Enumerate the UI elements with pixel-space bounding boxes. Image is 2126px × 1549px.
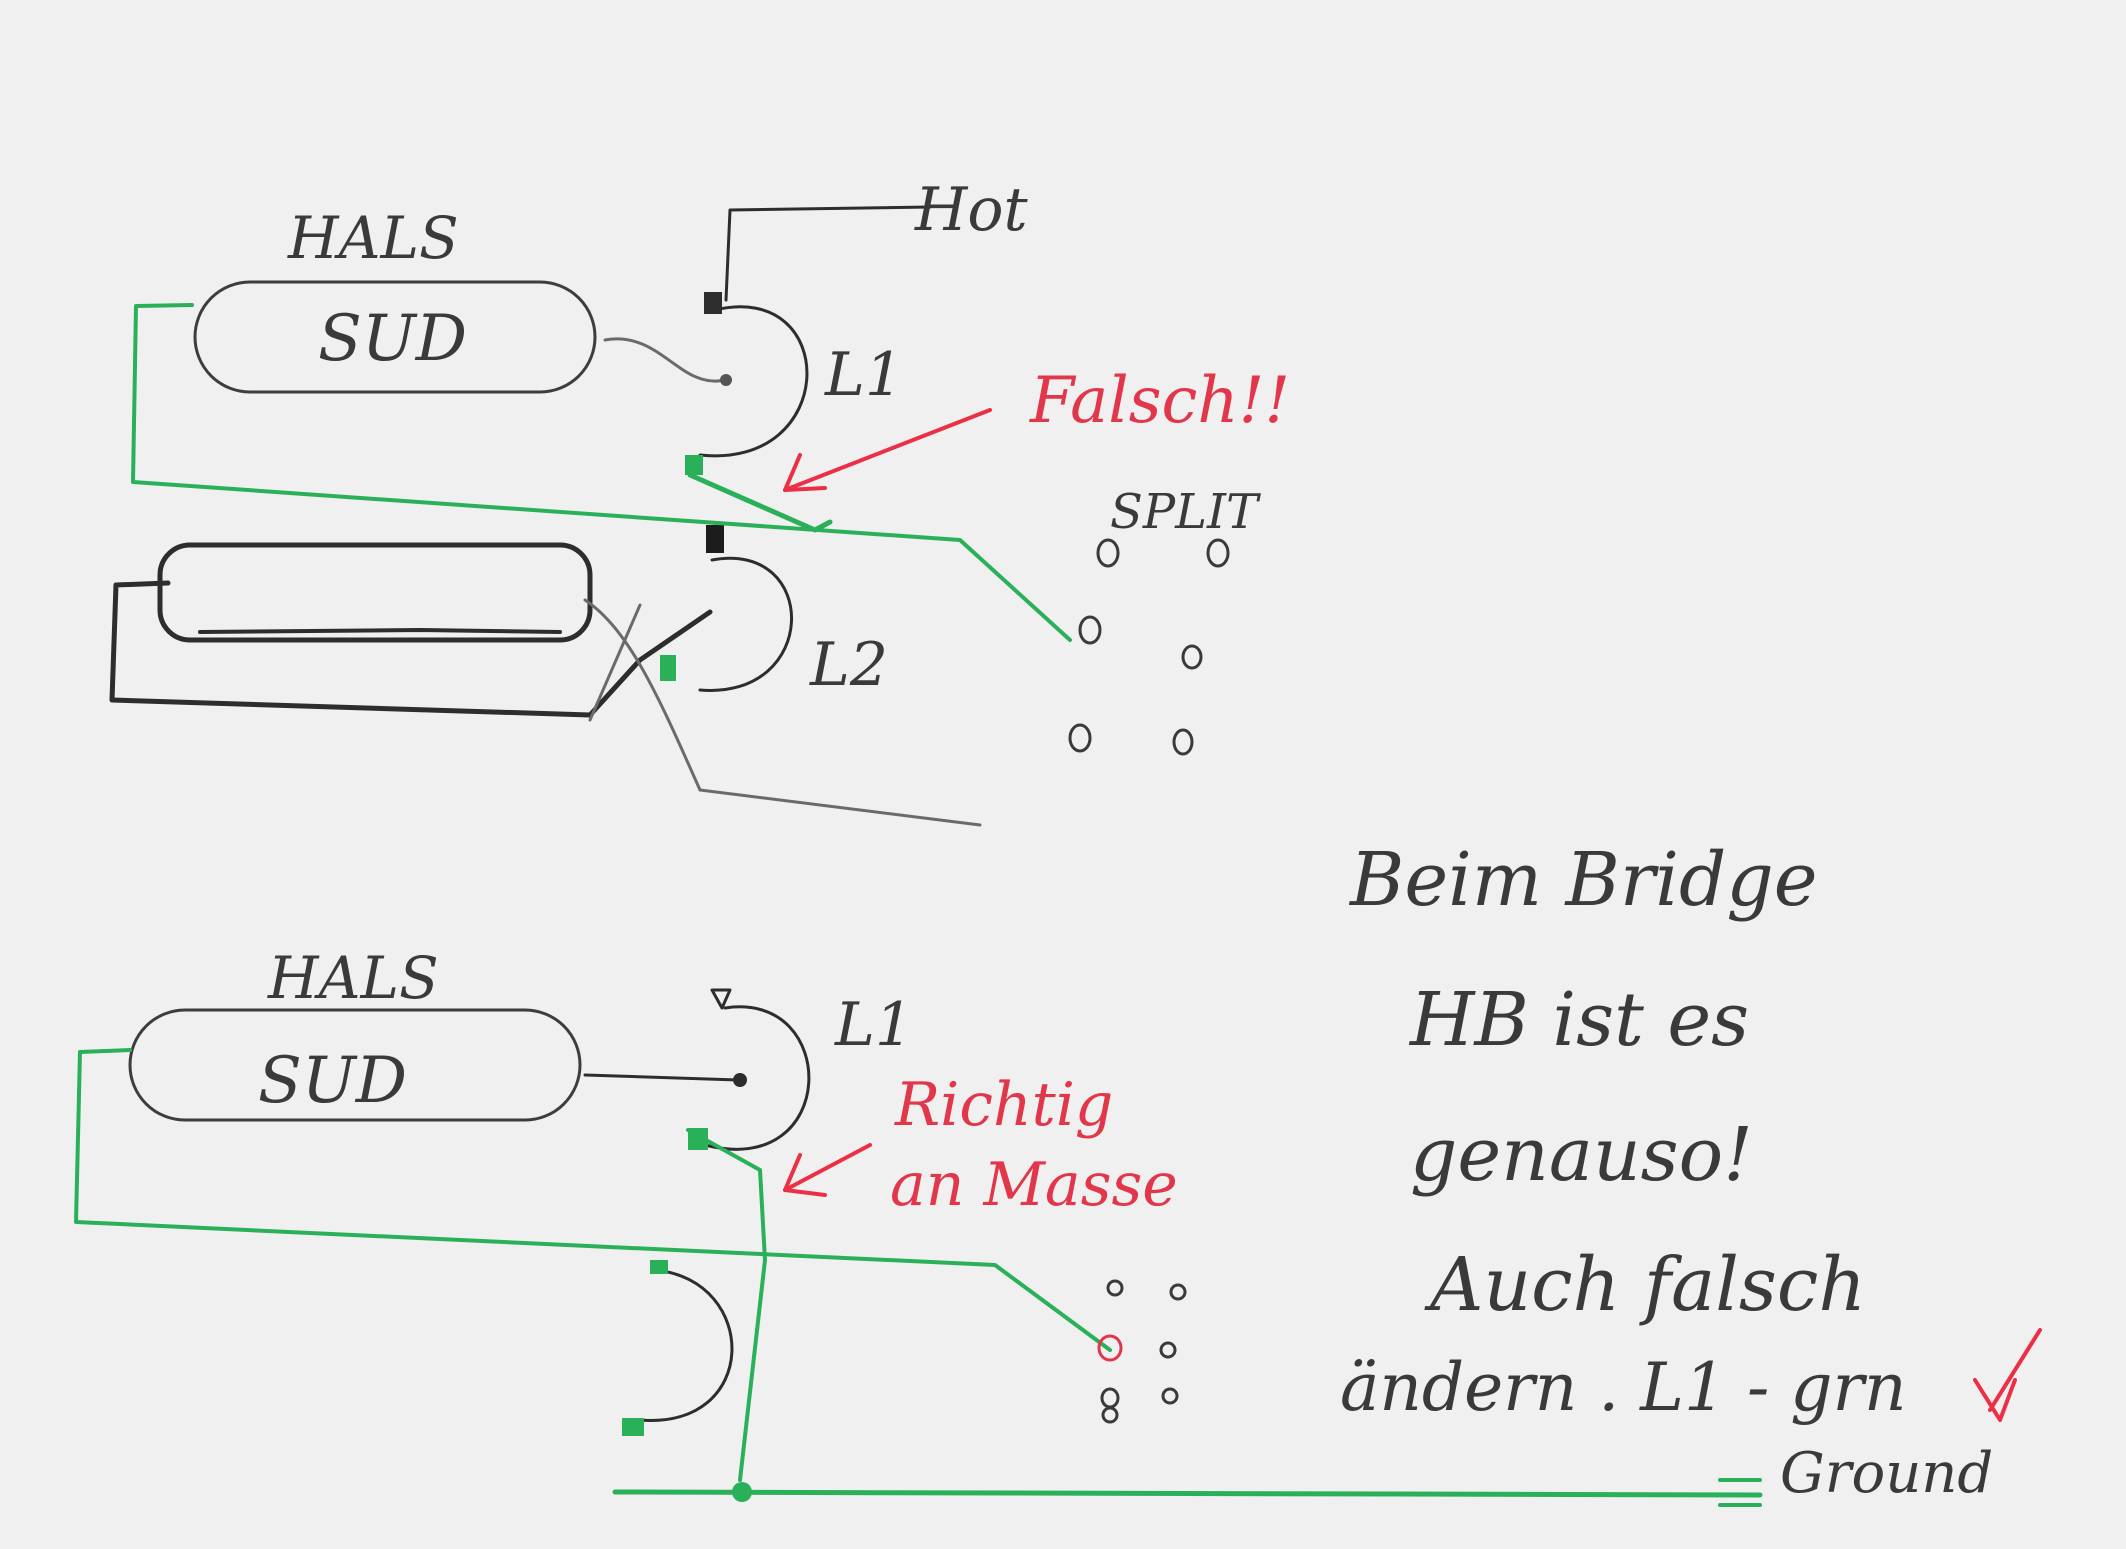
bottom-switch-lug <box>1159 1341 1177 1359</box>
top-switch-lug <box>1096 538 1120 568</box>
top-l2-label: L2 <box>809 630 888 700</box>
note-line-3: genauso! <box>1410 1112 1753 1198</box>
bottom-switch-lug <box>1169 1283 1187 1301</box>
bottom-l1-end-lug <box>688 1128 708 1150</box>
top-hot-label: Hot <box>914 175 1028 245</box>
bottom-right-note-line1: Richtig <box>894 1070 1113 1140</box>
bottom-l1-label: L1 <box>834 990 913 1060</box>
bottom-second-coil-end-lug <box>622 1418 644 1436</box>
bottom-sud-to-l1-wire <box>583 1073 740 1082</box>
top-l2-start-lug <box>706 525 724 553</box>
top-green-l1-end-wire <box>687 457 833 533</box>
bottom-green-l1-ground-wire <box>686 1128 767 1482</box>
bottom-green-wire-to-switch <box>74 1048 1112 1352</box>
bottom-ground-bus <box>612 1489 1763 1498</box>
bottom-wiring-diagram: HALS SUD L1 Ground Richtig an Masse <box>74 944 1993 1507</box>
top-split-switch <box>1068 538 1230 756</box>
top-lower-coil <box>157 542 593 643</box>
note-line-4: Auch falsch <box>1424 1242 1866 1328</box>
bottom-switch-lug <box>1161 1387 1179 1405</box>
top-hot-wire <box>724 205 932 302</box>
top-l2-coil <box>698 556 793 692</box>
bottom-l1-junction <box>733 1073 747 1087</box>
bottom-second-coil-start-lug <box>650 1260 668 1274</box>
bottom-pickup-label: HALS <box>267 944 439 1012</box>
bottom-ground-symbol <box>1718 1478 1762 1507</box>
top-gray-cross-wire <box>583 598 982 827</box>
top-wrong-arrow-shaft <box>783 408 992 492</box>
top-switch-lug <box>1172 728 1194 756</box>
bottom-switch-lug-highlighted <box>1097 1334 1123 1362</box>
top-l1-coil <box>698 305 809 458</box>
bottom-split-switch <box>1097 1279 1187 1424</box>
bottom-sud-label: SUD <box>258 1044 407 1118</box>
top-l2-end-lug <box>660 655 676 681</box>
top-wrong-arrow-head <box>783 453 827 492</box>
top-l1-junction <box>720 374 732 386</box>
top-switch-lug <box>1181 644 1203 670</box>
bottom-right-note-line2: an Masse <box>890 1150 1178 1220</box>
top-pickup-label: HALS <box>287 204 459 272</box>
top-wrong-note: Falsch!! <box>1029 364 1290 438</box>
top-switch-lug <box>1206 538 1230 568</box>
top-wiring-diagram: HALS SUD Hot L1 L2 Falsch! <box>109 175 1290 827</box>
note-line-2: HB ist es <box>1408 977 1749 1063</box>
bottom-l1-start-lug <box>710 988 732 1010</box>
bottom-switch-lug <box>1101 1406 1119 1424</box>
top-sud-coil <box>193 280 597 394</box>
bottom-switch-lug <box>1100 1387 1120 1409</box>
top-green-ground-wire <box>131 303 1072 642</box>
top-black-loop-wire <box>109 580 713 718</box>
top-lower-coil-inner-line <box>198 628 562 634</box>
top-switch-lug <box>1068 723 1092 753</box>
bottom-sud-coil <box>128 1008 582 1122</box>
bottom-ground-junction <box>732 1482 752 1502</box>
top-l1-start-lug <box>704 292 722 314</box>
top-sud-to-l1-wire <box>603 337 727 383</box>
top-sud-label: SUD <box>318 302 467 376</box>
top-switch-lug <box>1078 615 1102 645</box>
bottom-right-arrow-head <box>783 1153 827 1197</box>
top-l1-label: L1 <box>824 340 903 410</box>
top-gray-cross-wire-2 <box>588 603 642 722</box>
top-l1-end-lug <box>685 455 703 475</box>
bottom-l1-coil <box>703 1005 811 1151</box>
note-red-check-mark <box>1973 1328 2042 1422</box>
handwritten-note: Beim Bridge HB ist es genauso! Auch fals… <box>1340 837 2042 1426</box>
bottom-ground-label: Ground <box>1780 1441 1993 1506</box>
bottom-second-coil <box>638 1268 734 1422</box>
bottom-switch-lug <box>1106 1279 1124 1297</box>
top-switch-label: SPLIT <box>1110 484 1261 540</box>
note-line-5: ändern . L1 - grn <box>1340 1349 1907 1426</box>
bottom-right-arrow-shaft <box>783 1143 872 1192</box>
note-line-1: Beim Bridge <box>1348 837 1818 923</box>
